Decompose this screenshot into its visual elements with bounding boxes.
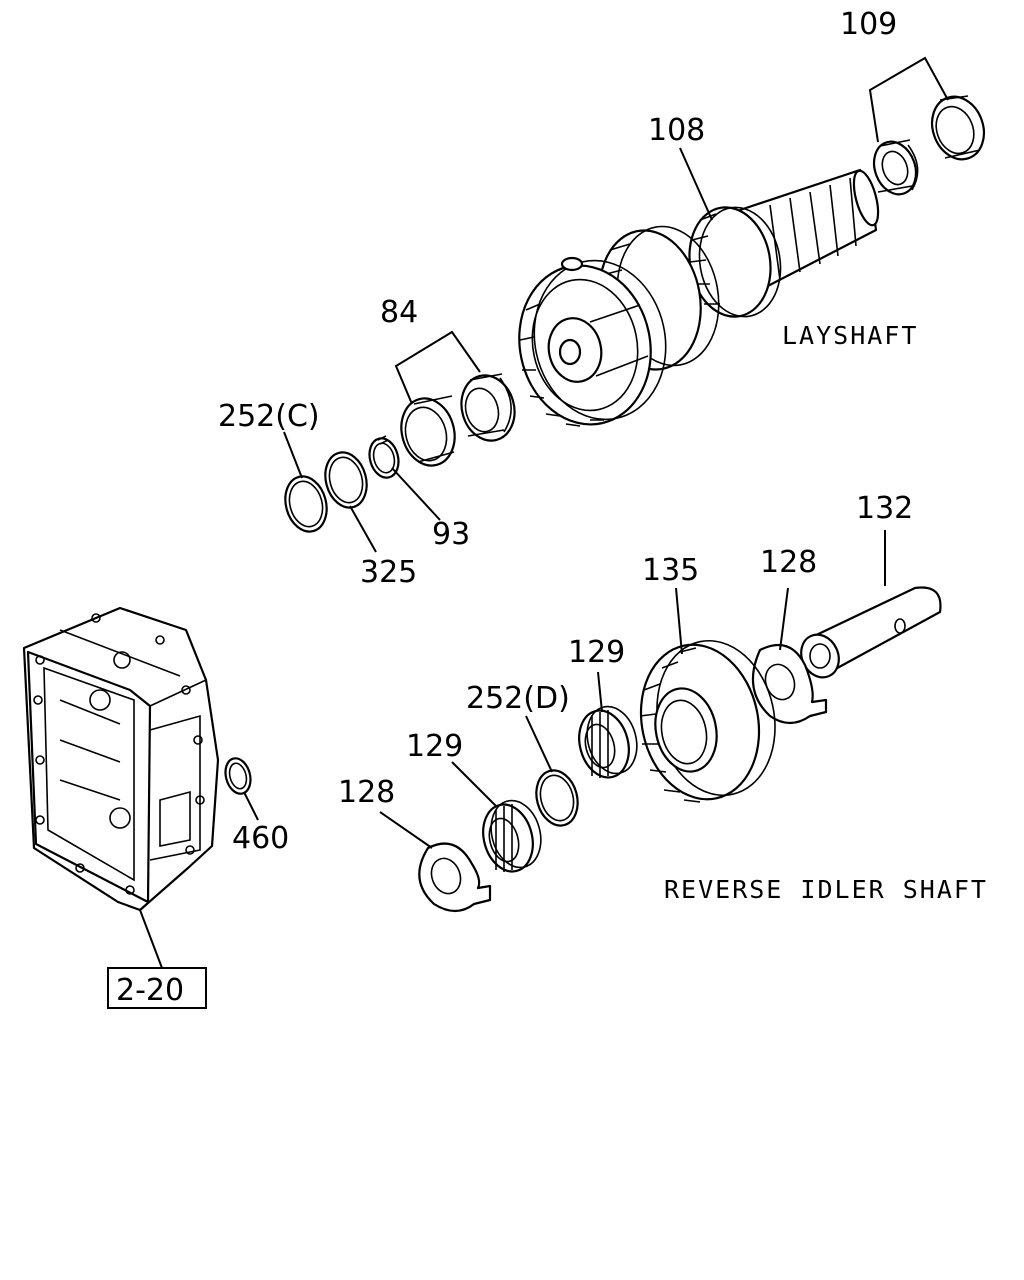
part-460-snap-ring[interactable] <box>222 756 254 797</box>
callout-128-left: 128 <box>338 775 395 810</box>
part-252c-shim[interactable] <box>279 472 332 536</box>
callout-128-top: 128 <box>760 545 817 580</box>
section-label-layshaft: LAYSHAFT <box>782 321 918 350</box>
part-84-bearing-cone[interactable] <box>454 369 521 446</box>
leader-lines-reverse-idler <box>139 530 886 969</box>
part-84-bearing-cup[interactable] <box>394 392 462 471</box>
reference-box[interactable] <box>107 967 207 1009</box>
part-108-layshaft[interactable] <box>505 168 883 436</box>
part-132-idler-shaft[interactable] <box>794 586 942 684</box>
section-label-reverse-idler-shaft: REVERSE IDLER SHAFT <box>664 875 988 904</box>
part-109-bearing-cone[interactable] <box>867 136 923 200</box>
callout-135: 135 <box>642 553 699 588</box>
part-252d-shim[interactable] <box>530 766 583 830</box>
callout-93: 93 <box>432 517 470 552</box>
callout-252d: 252(D) <box>466 681 570 716</box>
leader-lines-layshaft <box>283 56 949 553</box>
callout-108: 108 <box>648 113 705 148</box>
part-109-bearing-cup[interactable] <box>924 89 993 166</box>
callout-129-top: 129 <box>568 635 625 670</box>
part-325-shim[interactable] <box>319 448 372 512</box>
callout-84: 84 <box>380 295 418 330</box>
part-129-needle-bearing-left[interactable] <box>476 795 548 877</box>
callout-129-left: 129 <box>406 729 463 764</box>
part-135-reverse-idler-gear[interactable] <box>627 630 789 811</box>
callout-109: 109 <box>840 7 897 42</box>
part-transmission-housing[interactable] <box>22 606 220 912</box>
part-128-thrust-washer-left[interactable] <box>418 842 492 913</box>
callout-460: 460 <box>232 821 289 856</box>
reference-box-label: 2-20 <box>116 973 184 1008</box>
part-93-snap-ring[interactable] <box>365 435 402 481</box>
callout-132: 132 <box>856 491 913 526</box>
part-129-needle-bearing-top[interactable] <box>572 701 644 783</box>
callout-325: 325 <box>360 555 417 590</box>
callout-252c: 252(C) <box>218 399 320 434</box>
